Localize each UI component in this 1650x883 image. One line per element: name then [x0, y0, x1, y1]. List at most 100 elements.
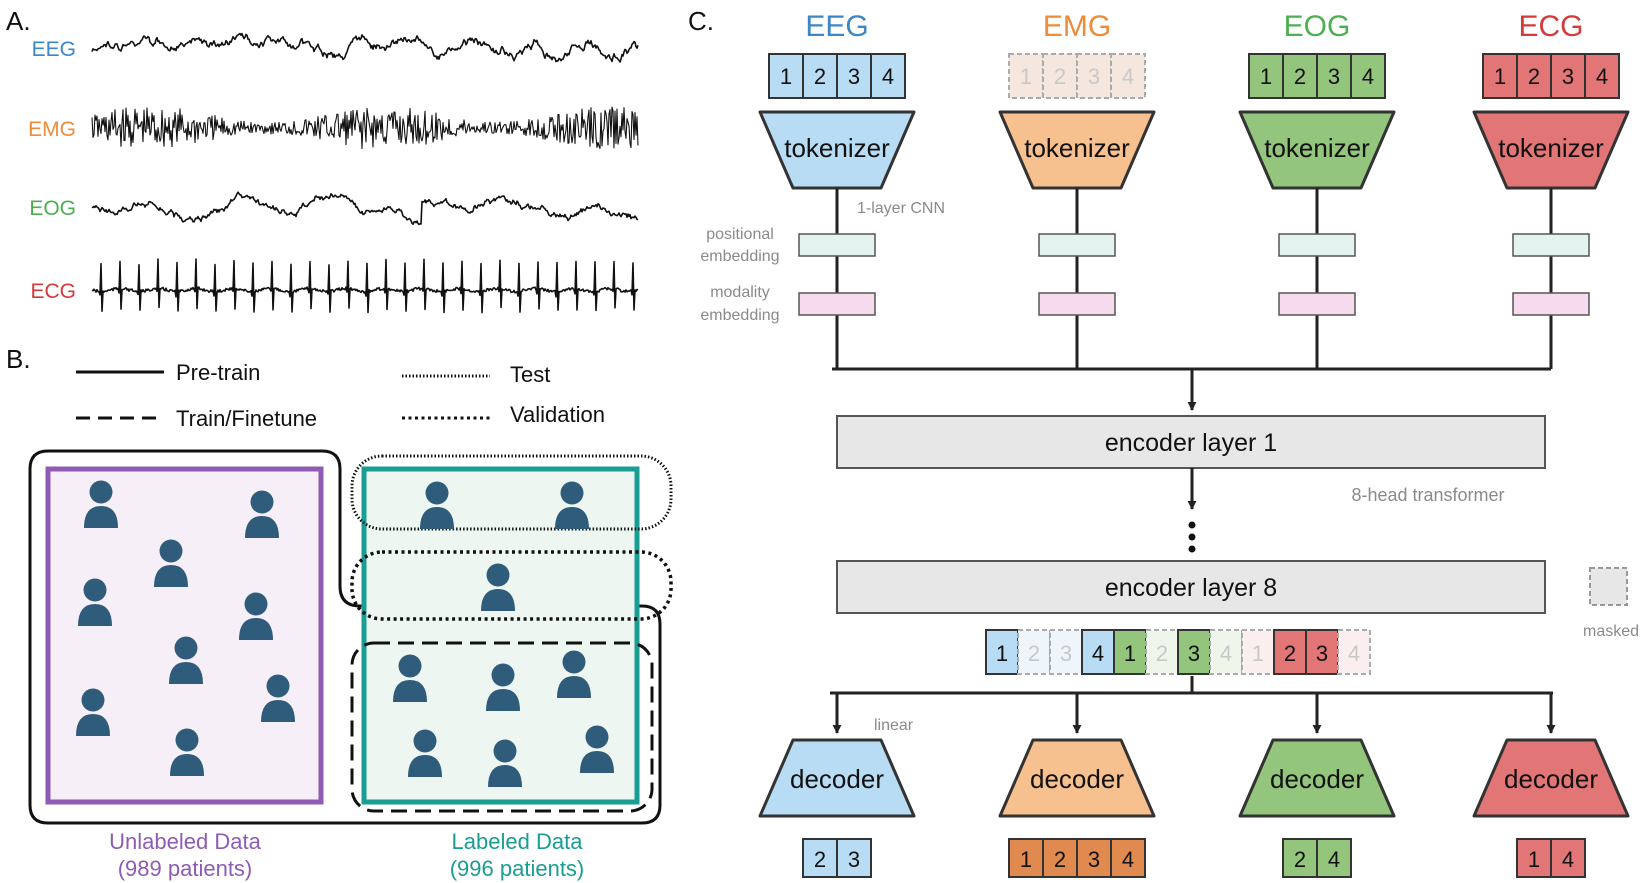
- legend-test: Test: [510, 362, 550, 387]
- input-token-label: 4: [1362, 64, 1374, 89]
- output-token-eeg: [836, 838, 872, 878]
- person-icon: [555, 481, 589, 529]
- encoder-layer-8: [836, 560, 1546, 614]
- person-head: [486, 563, 510, 587]
- person-icon: [420, 481, 454, 529]
- person-body: [486, 689, 520, 711]
- masked-key-swatch: [1589, 567, 1628, 606]
- person-head: [175, 728, 199, 752]
- sequence-token-label: 4: [1092, 641, 1104, 666]
- sequence-token-label: 1: [996, 641, 1008, 666]
- signal-trace-eeg: [91, 32, 639, 63]
- output-token-label: 3: [848, 847, 860, 872]
- signal-trace-eog: [91, 191, 639, 226]
- person-head: [560, 481, 584, 505]
- input-token-ecg: [1584, 53, 1620, 99]
- input-token-eeg: [836, 53, 872, 99]
- person-body: [169, 662, 203, 684]
- tokenizer-eog: [1238, 110, 1396, 190]
- output-token-label: 1: [1528, 847, 1540, 872]
- signal-label-eog: EOG: [29, 197, 76, 220]
- unlabeled-caption: Unlabeled Data: [109, 829, 261, 854]
- person-icon: [78, 578, 112, 626]
- train-boundary: [350, 641, 654, 813]
- person-icon: [486, 663, 520, 711]
- person-icon: [239, 592, 273, 640]
- modality-embedding-ecg: [1512, 292, 1590, 316]
- person-head: [562, 650, 586, 674]
- modality-embedding-eog: [1278, 292, 1356, 316]
- test-boundary: [350, 454, 673, 531]
- output-token-label: 2: [1294, 847, 1306, 872]
- positional-embedding-note-2: embedding: [700, 248, 779, 265]
- modality-title-emg: EMG: [1043, 10, 1111, 43]
- input-token-label: 3: [1562, 64, 1574, 89]
- panel-b: B. Pre-train Train/Finetune Test Validat…: [6, 344, 673, 881]
- person-head: [174, 636, 198, 660]
- modality-embedding-emg: [1038, 292, 1116, 316]
- input-token-label: 3: [848, 64, 860, 89]
- person-body: [408, 755, 442, 777]
- input-token-label: 2: [1294, 64, 1306, 89]
- signal-label-ecg: ECG: [30, 280, 76, 303]
- input-token-emg: [1110, 53, 1146, 99]
- tokenizer-label: tokenizer: [1264, 133, 1370, 163]
- person-head: [398, 654, 422, 678]
- person-icon: [261, 674, 295, 722]
- person-head: [244, 592, 268, 616]
- person-icon: [154, 539, 188, 587]
- sequence-token-label: 3: [1316, 641, 1328, 666]
- input-token-eog: [1350, 53, 1386, 99]
- output-token-ecg: [1550, 838, 1586, 878]
- legend-pretrain: Pre-train: [176, 360, 260, 385]
- person-head: [159, 539, 183, 563]
- modality-title-eeg: EEG: [805, 10, 868, 43]
- input-token-emg: [1042, 53, 1078, 99]
- masked-key-label: masked: [1583, 623, 1639, 640]
- positional-embedding-ecg: [1512, 233, 1590, 257]
- person-icon: [84, 480, 118, 528]
- decoder-label: decoder: [1270, 764, 1364, 794]
- signal-trace-emg: [91, 106, 639, 150]
- output-token-emg: [1076, 838, 1112, 878]
- sequence-token-masked: [1241, 629, 1275, 675]
- person-head: [493, 739, 517, 763]
- modality-title-eog: EOG: [1284, 10, 1351, 43]
- sequence-token: [1113, 629, 1147, 675]
- person-icon: [408, 729, 442, 777]
- person-head: [585, 725, 609, 749]
- input-token-eog: [1316, 53, 1352, 99]
- decoder-label: decoder: [1030, 764, 1124, 794]
- sequence-token-label: 4: [1220, 641, 1232, 666]
- signal-trace-ecg: [91, 258, 639, 314]
- modality-title-ecg: ECG: [1518, 10, 1583, 43]
- person-body: [239, 618, 273, 640]
- tokenizer-eeg: [758, 110, 916, 190]
- decoder-label: decoder: [1504, 764, 1598, 794]
- person-body: [261, 700, 295, 722]
- person-body: [76, 714, 110, 736]
- person-head: [266, 674, 290, 698]
- ellipsis-dot: [1188, 545, 1196, 553]
- input-token-label: 4: [882, 64, 894, 89]
- output-token-label: 2: [814, 847, 826, 872]
- input-token-eog: [1248, 53, 1284, 99]
- sequence-token-label: 3: [1188, 641, 1200, 666]
- modality-embedding-note-2: embedding: [700, 307, 779, 324]
- person-head: [425, 481, 449, 505]
- input-token-label: 1: [1020, 64, 1032, 89]
- person-icon: [481, 563, 515, 611]
- encoder-layer-8-label: encoder layer 8: [1105, 574, 1277, 602]
- person-head: [81, 688, 105, 712]
- encoder-layer-1-label: encoder layer 1: [1105, 429, 1277, 457]
- pretrain-boundary: [28, 449, 662, 825]
- legend-validation: Validation: [510, 402, 605, 427]
- positional-embedding-eeg: [798, 233, 876, 257]
- panel-b-label: B.: [6, 344, 31, 374]
- input-token-label: 2: [1528, 64, 1540, 89]
- encoder-layer-1: [836, 415, 1546, 469]
- signal-label-eeg: EEG: [32, 38, 76, 61]
